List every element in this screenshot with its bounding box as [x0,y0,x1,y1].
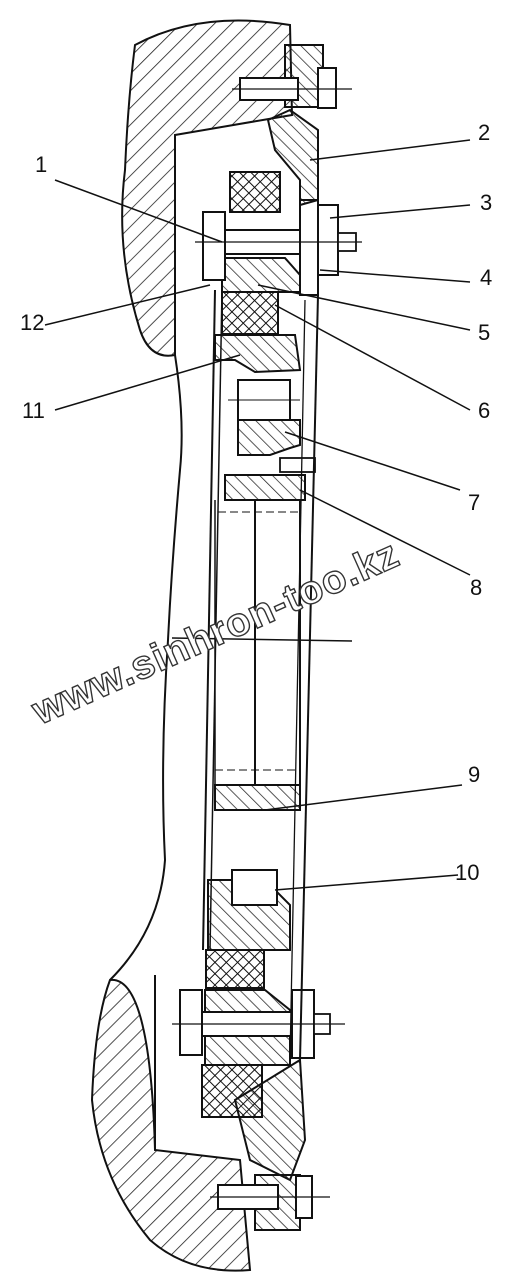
callout-6: 6 [478,398,490,423]
pin-top [279,457,316,473]
leader-1 [54,179,223,243]
callout-7: 7 [468,490,480,515]
callout-8: 8 [470,575,482,600]
callout-1: 1 [35,152,47,177]
leader-9 [264,784,463,811]
flywheel-housing-bottom [90,978,252,1272]
callout-10: 10 [455,860,479,885]
leader-7 [284,431,461,491]
housing-inner-line [154,135,176,1150]
friction-lining-bottom-2 [201,1064,263,1118]
friction-lining-top-1 [229,171,281,213]
leader-6 [274,304,471,411]
center-bolt-nut-top [317,204,339,276]
leader-3 [329,204,471,219]
damper-spring-bottom [231,869,278,906]
hub-disc-top [214,334,302,374]
callout-9: 9 [468,762,480,787]
leader-2 [309,139,471,161]
callout-5: 5 [478,320,490,345]
flywheel-housing-top [121,19,294,357]
leader-12 [44,284,211,326]
leader-lines [44,139,471,891]
center-bolt-head-top [202,211,226,281]
clutch-cover-top [266,108,319,207]
leader-8 [299,489,471,576]
callout-2: 2 [478,120,490,145]
hub-spline-top [224,474,306,501]
callout-12: 12 [20,310,44,335]
cover-plate-right [299,199,319,296]
disc-left-edge [202,289,216,951]
callout-4: 4 [480,265,492,290]
friction-lining-bottom-1 [205,949,265,989]
friction-lining-top-2 [221,291,279,335]
leader-11 [54,354,241,411]
leader-10 [274,874,459,891]
intermediate-disc-top [221,257,301,293]
hub-spline-bottom [214,784,301,811]
hub-block-top [237,419,301,456]
callout-11: 11 [22,398,45,423]
right-edge-inner [289,299,306,1061]
center-bolt-head-bottom [179,989,203,1056]
shaft-axis [171,637,353,642]
right-edge-line [299,294,319,1061]
shaft-body [254,499,301,786]
disc-left-edge-2 [209,289,223,951]
leader-4 [319,269,471,283]
callout-3: 3 [480,190,492,215]
housing-contour [109,354,183,981]
top-bolt-nut [317,67,337,109]
leader-5 [257,284,471,331]
